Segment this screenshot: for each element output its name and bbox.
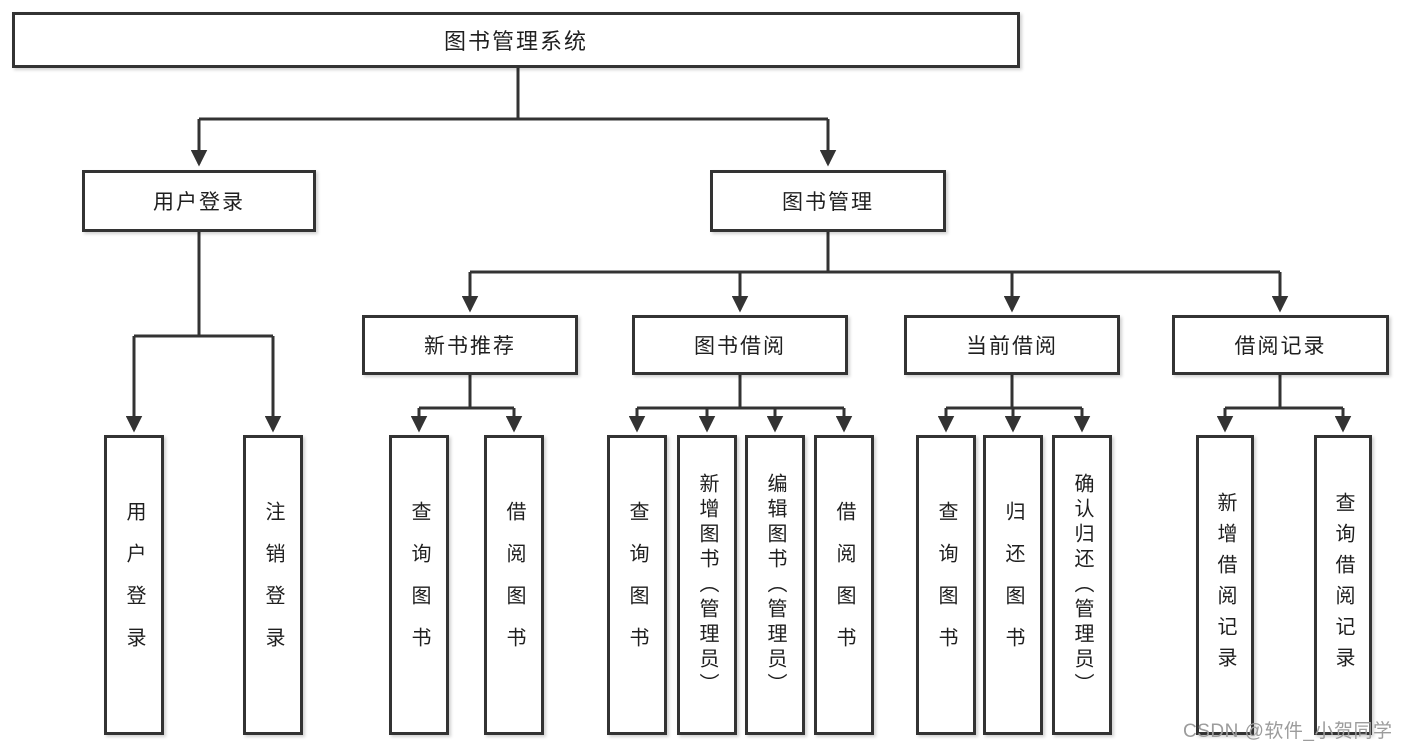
leaf-query-books-recommend: 查询图书 (389, 435, 449, 735)
leaf-add-books-admin: 新增图书（管理员） (677, 435, 737, 735)
leaf-user-login-label: 用户登录 (123, 501, 145, 669)
leaf-add-books-admin-label: 新增图书（管理员） (696, 472, 718, 698)
node-current-borrow-label: 当前借阅 (966, 335, 1058, 358)
leaf-add-borrow-record: 新增借阅记录 (1196, 435, 1254, 735)
leaf-query-books-recommend-label: 查询图书 (408, 501, 430, 669)
leaf-query-books-current: 查询图书 (916, 435, 976, 735)
leaf-return-books-label: 归还图书 (1002, 501, 1024, 669)
watermark: CSDN @软件_小贺同学 (1183, 721, 1393, 742)
leaf-query-books-current-label: 查询图书 (935, 501, 957, 669)
node-user-login: 用户登录 (82, 170, 316, 232)
leaf-logout: 注销登录 (243, 435, 303, 735)
node-book-borrow-label: 图书借阅 (694, 335, 786, 358)
leaf-return-books: 归还图书 (983, 435, 1043, 735)
leaf-confirm-return-admin-label: 确认归还（管理员） (1071, 472, 1093, 698)
leaf-borrow-books: 借阅图书 (814, 435, 874, 735)
node-book-management-label: 图书管理 (782, 191, 874, 214)
leaf-logout-label: 注销登录 (262, 501, 284, 669)
leaf-edit-books-admin-label: 编辑图书（管理员） (764, 472, 786, 698)
leaf-borrow-books-label: 借阅图书 (833, 501, 855, 669)
node-new-book-recommend: 新书推荐 (362, 315, 578, 375)
leaf-query-borrow-record: 查询借阅记录 (1314, 435, 1372, 735)
leaf-query-borrow-record-label: 查询借阅记录 (1332, 492, 1354, 678)
leaf-query-books-borrow: 查询图书 (607, 435, 667, 735)
leaf-borrow-books-recommend-label: 借阅图书 (503, 501, 525, 669)
leaf-confirm-return-admin: 确认归还（管理员） (1052, 435, 1112, 735)
node-user-login-label: 用户登录 (153, 191, 245, 214)
leaf-edit-books-admin: 编辑图书（管理员） (745, 435, 805, 735)
leaf-query-books-borrow-label: 查询图书 (626, 501, 648, 669)
node-book-management: 图书管理 (710, 170, 946, 232)
node-borrow-records-label: 借阅记录 (1234, 335, 1327, 358)
node-borrow-records: 借阅记录 (1172, 315, 1389, 375)
node-book-borrow: 图书借阅 (632, 315, 848, 375)
leaf-borrow-books-recommend: 借阅图书 (484, 435, 544, 735)
node-root: 图书管理系统 (12, 12, 1020, 68)
node-new-book-recommend-label: 新书推荐 (424, 335, 516, 358)
node-root-label: 图书管理系统 (443, 29, 588, 54)
node-current-borrow: 当前借阅 (904, 315, 1120, 375)
leaf-add-borrow-record-label: 新增借阅记录 (1214, 492, 1236, 678)
leaf-user-login: 用户登录 (104, 435, 164, 735)
